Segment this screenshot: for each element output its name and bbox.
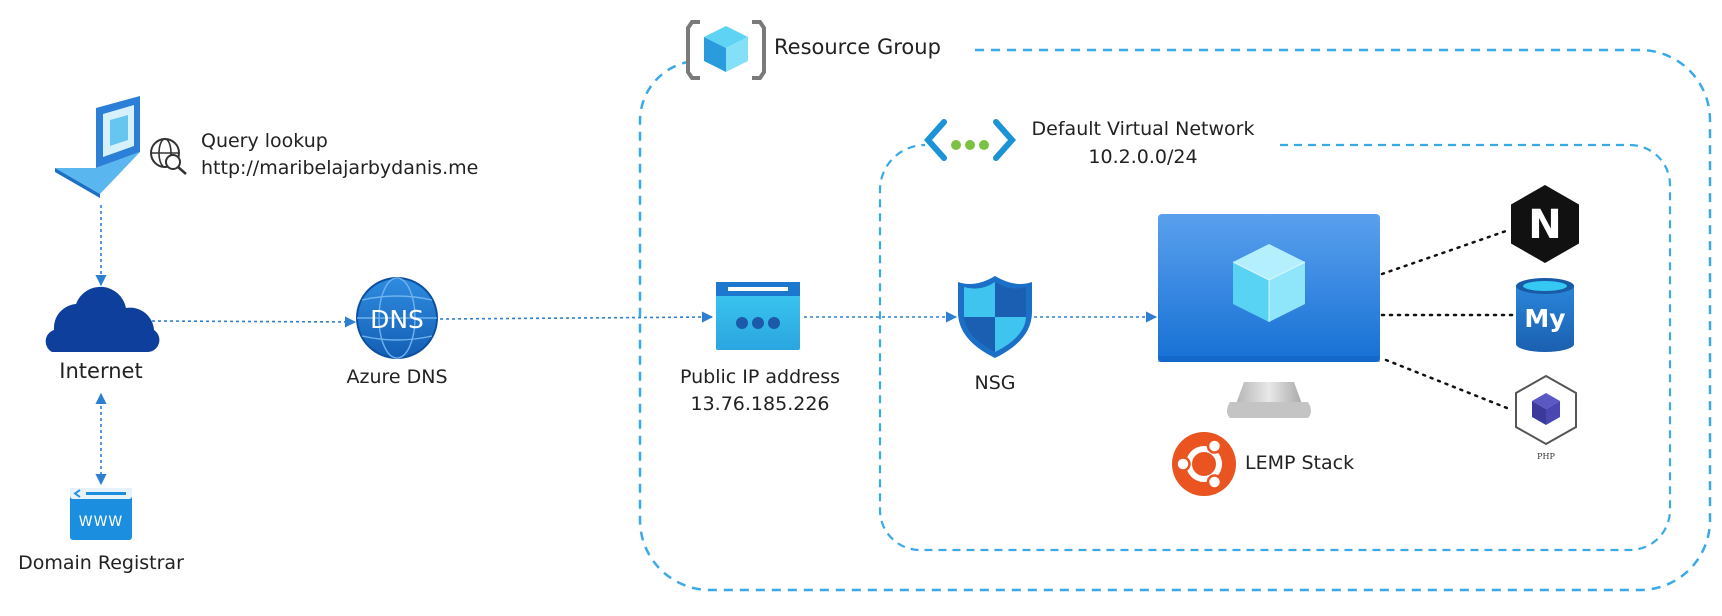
internet-label: Internet (59, 359, 143, 383)
virtual-machine-icon (1158, 214, 1380, 418)
mysql-icon (1516, 278, 1574, 352)
resource-group-boundary (638, 48, 1712, 592)
vm-to-php-link (1384, 358, 1514, 412)
mysql-text: My (1524, 304, 1565, 333)
lemp-stack-label: LEMP Stack (1245, 452, 1355, 474)
virtual-network-icon (923, 119, 1017, 161)
globe-search-icon (150, 138, 187, 175)
nginx-letter: N (1528, 202, 1561, 248)
query-url: http://maribelajarbydanis.me (201, 157, 479, 179)
php-icon (1515, 374, 1577, 446)
azure-dns-label: Azure DNS (346, 366, 448, 388)
cloud-icon (45, 286, 160, 352)
www-icon-text: WWW (79, 514, 124, 530)
resource-group-title: Resource Group (774, 35, 941, 59)
query-lookup-label: Query lookup (201, 130, 328, 152)
vm-to-nginx-link (1380, 229, 1508, 276)
public-ip-label: Public IP address (679, 366, 841, 388)
public-ip-address: 13.76.185.226 (690, 393, 830, 415)
public-ip-icon (716, 282, 800, 350)
virtual-network-cidr: 10.2.0.0/24 (1088, 146, 1198, 168)
resource-group-icon (686, 20, 766, 80)
virtual-network-title: Default Virtual Network (1031, 118, 1255, 140)
dns-icon (356, 277, 438, 359)
nsg-label: NSG (974, 372, 1016, 394)
dns-icon-text: DNS (370, 305, 424, 334)
dns-to-public-ip-connector (439, 311, 714, 323)
domain-registrar-label: Domain Registrar (18, 552, 184, 574)
php-label: PHP (1537, 452, 1555, 461)
nginx-icon (1511, 185, 1579, 263)
laptop-icon (55, 96, 140, 198)
shield-icon (958, 276, 1032, 358)
internet-to-dns-connector (151, 316, 357, 328)
ubuntu-icon (1172, 432, 1236, 496)
virtual-network-boundary (878, 143, 1672, 552)
www-icon (70, 488, 132, 540)
